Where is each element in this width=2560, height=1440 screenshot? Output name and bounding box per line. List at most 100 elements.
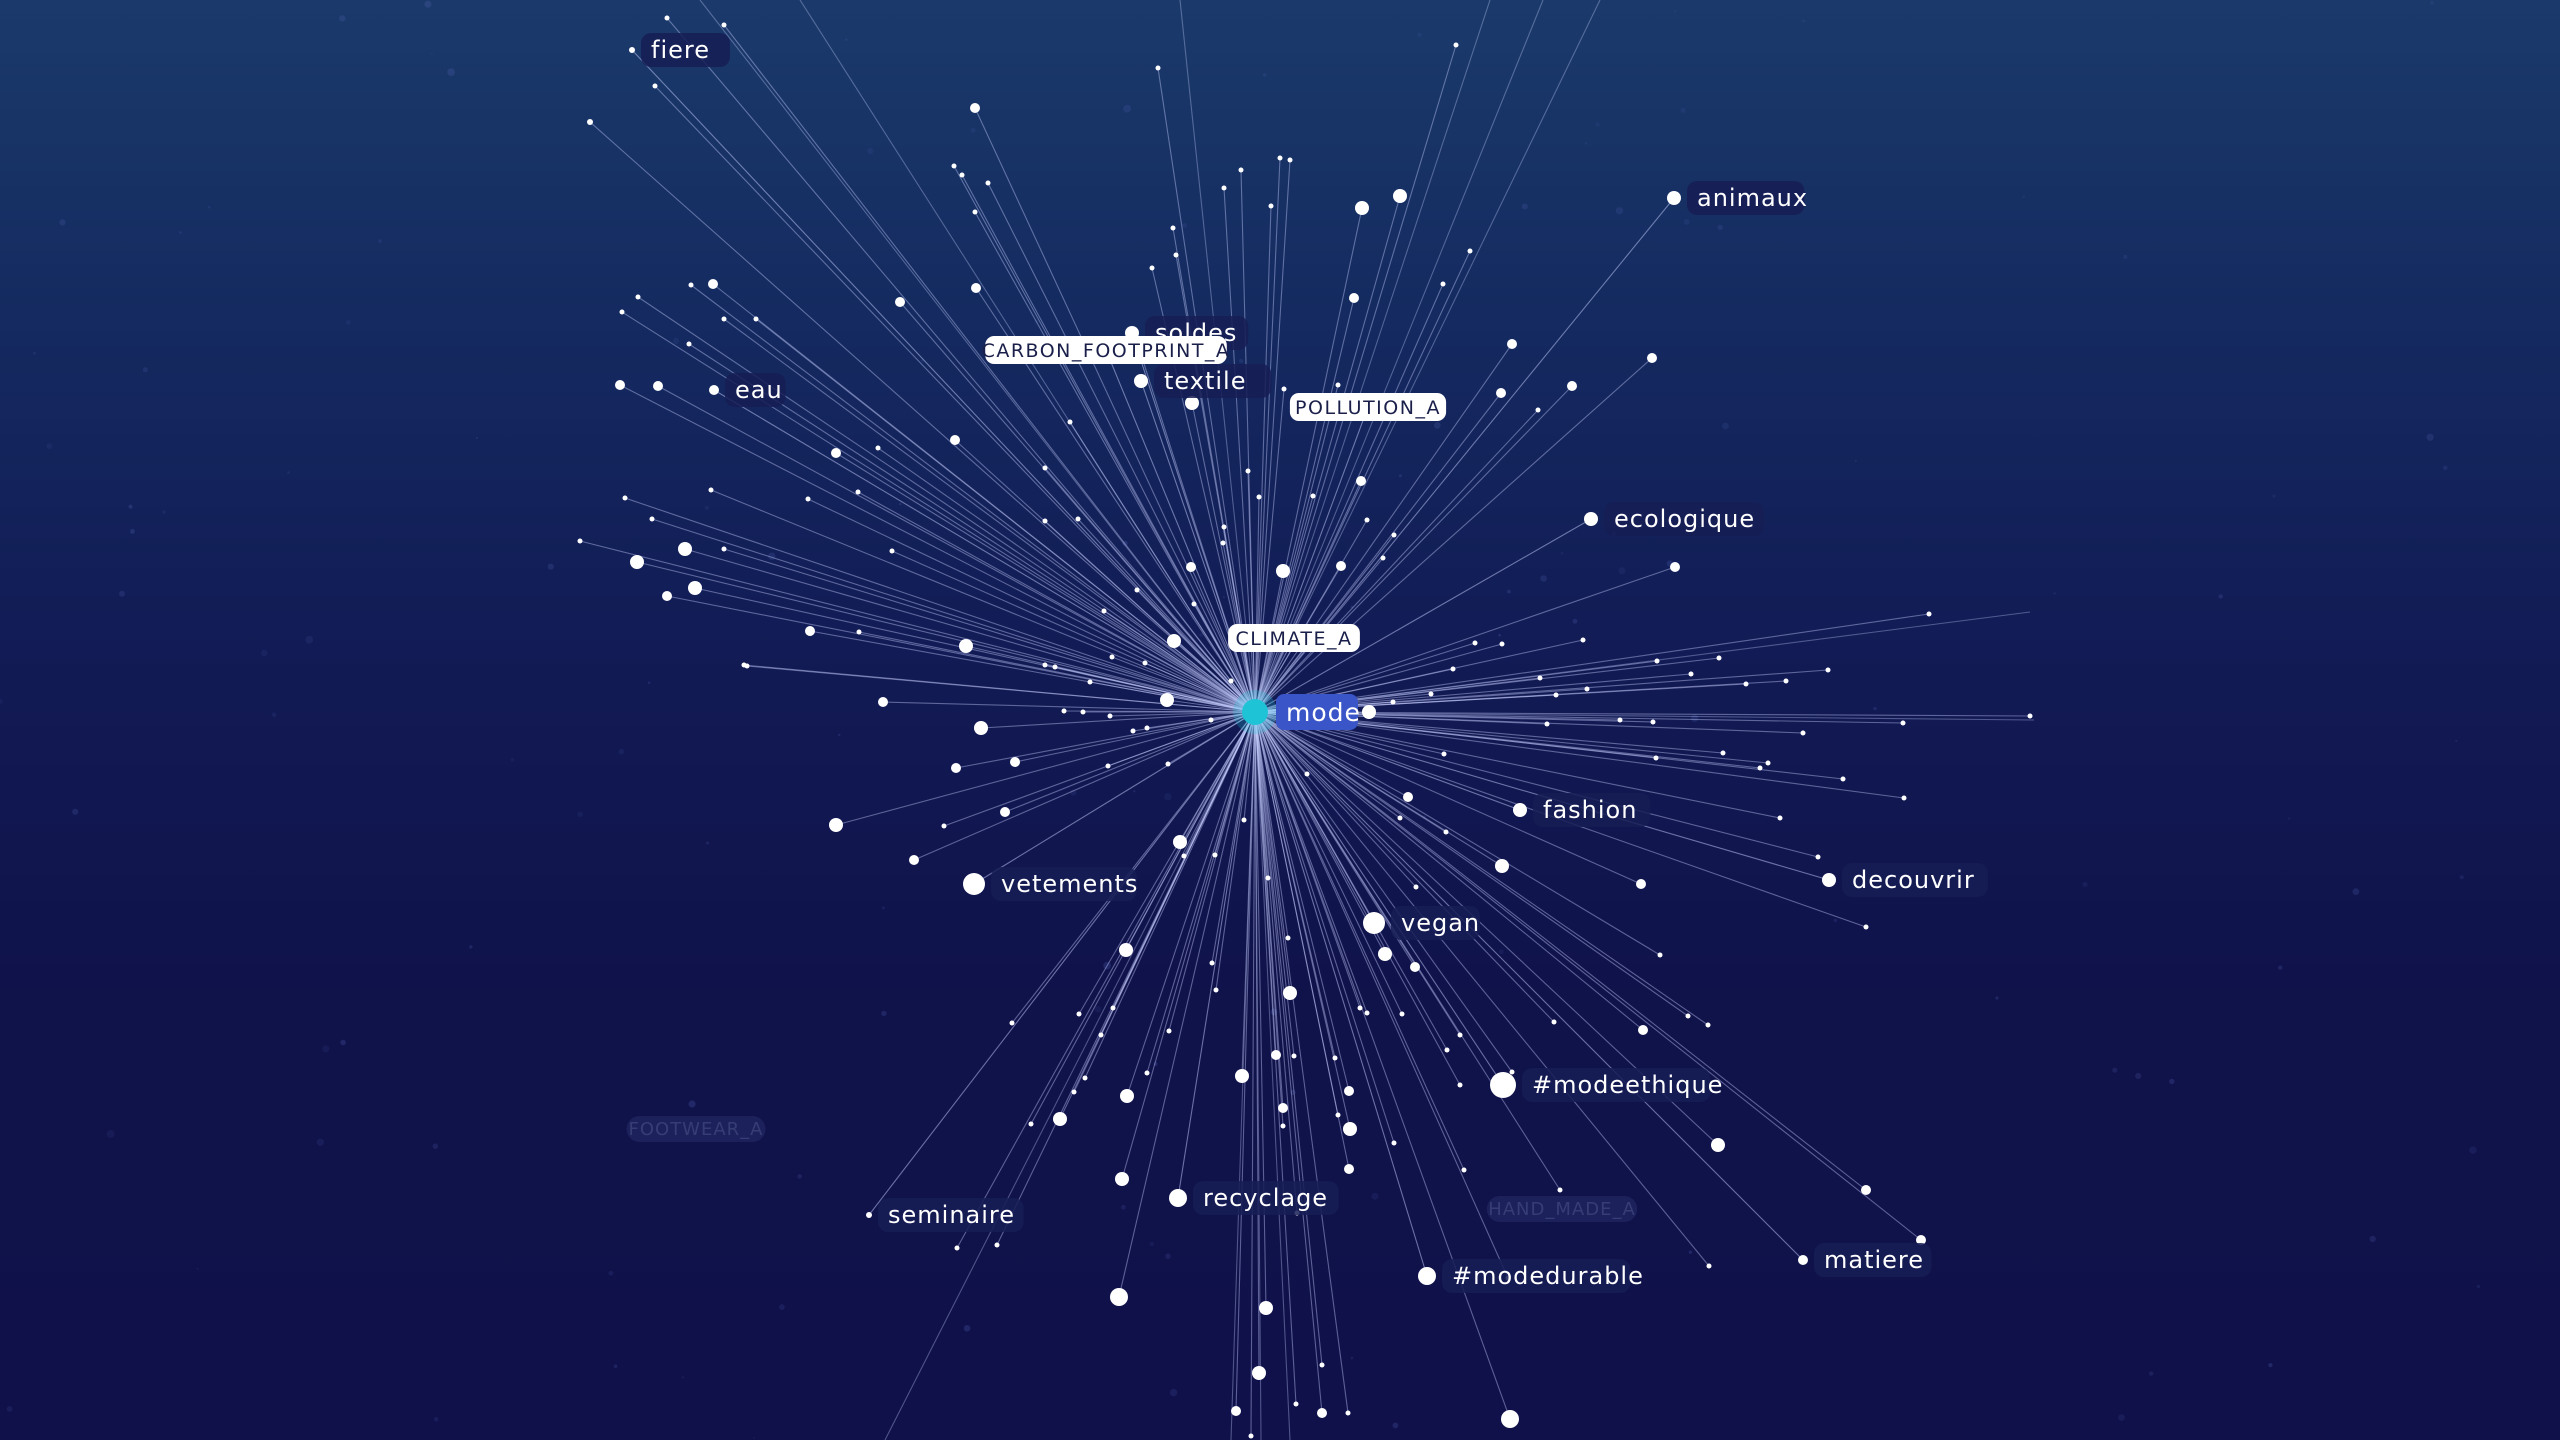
- node-seminaire[interactable]: seminaire: [866, 1198, 1024, 1232]
- graph-node[interactable]: [1457, 1032, 1463, 1038]
- graph-node[interactable]: [1815, 854, 1821, 860]
- node-recyclage[interactable]: recyclage: [1169, 1181, 1339, 1215]
- graph-node[interactable]: [1364, 1010, 1370, 1016]
- graph-node[interactable]: [1259, 1301, 1273, 1315]
- graph-node[interactable]: [1861, 1185, 1871, 1195]
- graph-node[interactable]: [1075, 516, 1081, 522]
- graph-node[interactable]: [721, 546, 727, 552]
- graph-node[interactable]: [1863, 924, 1869, 930]
- graph-node[interactable]: [1357, 1005, 1363, 1011]
- graph-node[interactable]: [1061, 708, 1067, 714]
- graph-node[interactable]: [1461, 1167, 1467, 1173]
- node-animaux[interactable]: animaux: [1667, 181, 1808, 215]
- graph-node[interactable]: [1900, 720, 1906, 726]
- graph-node[interactable]: [1378, 947, 1392, 961]
- graph-node[interactable]: [1220, 540, 1226, 546]
- graph-node[interactable]: [941, 823, 947, 829]
- graph-node[interactable]: [652, 83, 658, 89]
- graph-node[interactable]: [878, 697, 888, 707]
- graph-node[interactable]: [1457, 1082, 1463, 1088]
- graph-node[interactable]: [1391, 532, 1397, 538]
- graph-node[interactable]: [1293, 1401, 1299, 1407]
- graph-node[interactable]: [1440, 281, 1446, 287]
- graph-node[interactable]: [1144, 1070, 1150, 1076]
- node-fashion[interactable]: fashion: [1513, 793, 1651, 827]
- graph-node[interactable]: [1185, 396, 1199, 410]
- graph-node[interactable]: [1553, 692, 1559, 698]
- graph-node[interactable]: [1144, 725, 1150, 731]
- graph-node[interactable]: [1319, 1362, 1325, 1368]
- graph-node[interactable]: [1355, 201, 1369, 215]
- graph-node[interactable]: [1825, 667, 1831, 673]
- graph-node[interactable]: [1499, 641, 1505, 647]
- graph-node[interactable]: [1706, 1263, 1712, 1269]
- graph-node[interactable]: [1191, 601, 1197, 607]
- graph-node[interactable]: [708, 279, 718, 289]
- node-dot[interactable]: [1822, 873, 1836, 887]
- graph-node[interactable]: [805, 626, 815, 636]
- graph-node[interactable]: [1235, 1069, 1249, 1083]
- graph-node[interactable]: [951, 163, 957, 169]
- graph-node[interactable]: [1650, 719, 1656, 725]
- graph-node[interactable]: [972, 209, 978, 215]
- graph-node[interactable]: [1166, 1028, 1172, 1034]
- graph-node[interactable]: [1268, 203, 1274, 209]
- node-dot[interactable]: [1363, 912, 1385, 934]
- node-vegan[interactable]: vegan: [1363, 906, 1480, 940]
- graph-node[interactable]: [1403, 792, 1413, 802]
- graph-node[interactable]: [1453, 42, 1459, 48]
- graph-node[interactable]: [587, 119, 593, 125]
- graph-node[interactable]: [1304, 771, 1310, 777]
- graph-node[interactable]: [1362, 705, 1376, 719]
- graph-node[interactable]: [630, 555, 644, 569]
- graph-node[interactable]: [1356, 476, 1366, 486]
- graph-node[interactable]: [1336, 561, 1346, 571]
- graph-node[interactable]: [1105, 763, 1111, 769]
- graph-node[interactable]: [1901, 795, 1907, 801]
- node-dot[interactable]: [1418, 1267, 1436, 1285]
- graph-node[interactable]: [1076, 1011, 1082, 1017]
- graph-node[interactable]: [1052, 664, 1058, 670]
- graph-node[interactable]: [1212, 852, 1218, 858]
- graph-node[interactable]: [688, 282, 694, 288]
- graph-node[interactable]: [1053, 1112, 1067, 1126]
- graph-node[interactable]: [1720, 750, 1726, 756]
- graph-node[interactable]: [1280, 1123, 1286, 1129]
- graph-node[interactable]: [1441, 751, 1447, 757]
- graph-node[interactable]: [686, 341, 692, 347]
- graph-node[interactable]: [1344, 1164, 1354, 1174]
- graph-node[interactable]: [1228, 678, 1234, 684]
- graph-node[interactable]: [1087, 679, 1093, 685]
- graph-node[interactable]: [1926, 611, 1932, 617]
- graph-node[interactable]: [1221, 524, 1227, 530]
- graph-node[interactable]: [664, 15, 670, 21]
- graph-node[interactable]: [1443, 829, 1449, 835]
- graph-node[interactable]: [1580, 637, 1586, 643]
- graph-node[interactable]: [831, 448, 841, 458]
- graph-node[interactable]: [1071, 1089, 1077, 1095]
- graph-node[interactable]: [895, 297, 905, 307]
- graph-node[interactable]: [1098, 1032, 1104, 1038]
- graph-node[interactable]: [1310, 493, 1316, 499]
- graph-node[interactable]: [1349, 293, 1359, 303]
- graph-node[interactable]: [1110, 1288, 1128, 1306]
- graph-node[interactable]: [1544, 721, 1550, 727]
- graph-node[interactable]: [1654, 658, 1660, 664]
- graph-node[interactable]: [950, 435, 960, 445]
- graph-node[interactable]: [1840, 776, 1846, 782]
- graph-node[interactable]: [1115, 1172, 1129, 1186]
- graph-node[interactable]: [1743, 681, 1749, 687]
- node-vetements[interactable]: vetements: [963, 867, 1138, 901]
- graph-node[interactable]: [1450, 666, 1456, 672]
- graph-node[interactable]: [708, 487, 714, 493]
- graph-node[interactable]: [577, 538, 583, 544]
- graph-node[interactable]: [1170, 225, 1176, 231]
- graph-node[interactable]: [1711, 1138, 1725, 1152]
- graph-node[interactable]: [1335, 1112, 1341, 1118]
- graph-node[interactable]: [1496, 388, 1506, 398]
- graph-node[interactable]: [1080, 709, 1086, 715]
- graph-node[interactable]: [1160, 693, 1174, 707]
- graph-node[interactable]: [974, 721, 988, 735]
- node-ecologique[interactable]: ecologique: [1584, 502, 1764, 536]
- node-decouvrir[interactable]: decouvrir: [1822, 863, 1988, 897]
